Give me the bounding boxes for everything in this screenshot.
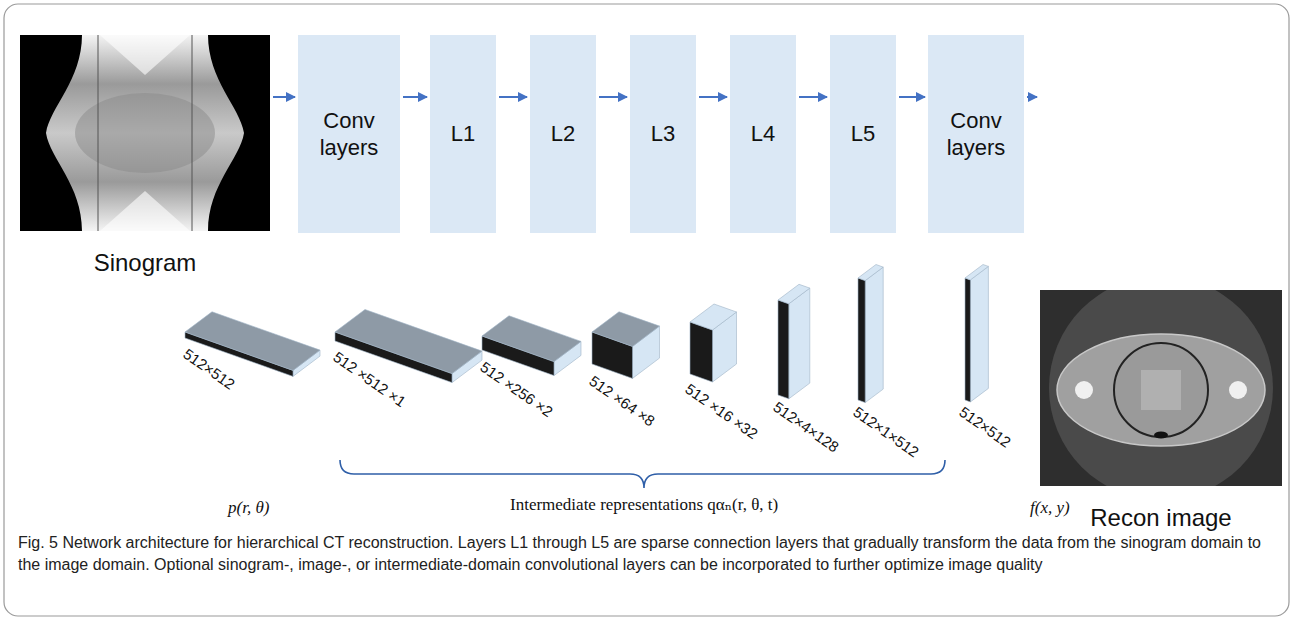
dimension-label: 512 ×256 ×2 bbox=[477, 358, 556, 420]
layer-box: Conv layers bbox=[298, 35, 400, 233]
tensor-face bbox=[778, 284, 810, 304]
layer-label: L1 bbox=[451, 120, 475, 148]
layer-box: L1 bbox=[430, 35, 496, 233]
image-panel: Recon image bbox=[1040, 290, 1282, 545]
flow-arrow bbox=[599, 96, 627, 98]
layer-label: L5 bbox=[851, 120, 875, 148]
tensor-face bbox=[789, 288, 810, 399]
flow-arrow bbox=[799, 96, 827, 98]
image-panel: Sinogram bbox=[20, 35, 270, 290]
layer-label: Conv layers bbox=[928, 107, 1024, 162]
tensor-face bbox=[965, 265, 988, 280]
layer-label: L4 bbox=[751, 120, 775, 148]
math-label: p(r, θ) bbox=[228, 498, 269, 518]
layer-box: L5 bbox=[830, 35, 896, 233]
flow-arrow bbox=[1027, 96, 1037, 98]
dimension-label: 512 ×64 ×8 bbox=[586, 372, 658, 429]
tensor-face bbox=[858, 278, 865, 403]
layer-box: L2 bbox=[530, 35, 596, 233]
flow-arrow bbox=[699, 96, 727, 98]
math-label: Intermediate representations qαₙ(r, θ, t… bbox=[510, 494, 778, 515]
frame-border bbox=[4, 4, 1289, 616]
tensor-face bbox=[690, 322, 713, 382]
layer-label: L3 bbox=[651, 120, 675, 148]
tensor-face bbox=[592, 312, 660, 347]
dimension-label: 512×512 bbox=[180, 345, 238, 393]
flow-arrow bbox=[273, 96, 295, 98]
dimension-label: 512×512 bbox=[956, 403, 1014, 451]
sinogram-picture bbox=[20, 35, 270, 231]
dimension-label: 512×4×128 bbox=[770, 398, 842, 455]
dimension-label: 512 ×16 ×32 bbox=[682, 380, 761, 442]
tensor-face bbox=[858, 265, 883, 281]
figure-caption: Fig. 5 Network architecture for hierarch… bbox=[18, 532, 1273, 575]
layer-box: Conv layers bbox=[928, 35, 1024, 233]
image-label: Sinogram bbox=[20, 249, 270, 277]
brace bbox=[340, 460, 945, 488]
tensor-face bbox=[865, 267, 883, 403]
tensor-face bbox=[778, 300, 789, 399]
dimension-label: 512 ×512 ×1 bbox=[330, 348, 409, 410]
layer-box: L4 bbox=[730, 35, 796, 233]
layer-label: L2 bbox=[551, 120, 575, 148]
layer-label: Conv layers bbox=[298, 107, 400, 162]
tensor-face bbox=[690, 304, 737, 330]
tensor-face bbox=[482, 316, 581, 362]
tensor-face bbox=[970, 266, 988, 402]
flow-arrow bbox=[499, 96, 527, 98]
recon-picture bbox=[1040, 290, 1282, 486]
tensor-shapes bbox=[185, 265, 988, 403]
tensor-face bbox=[965, 278, 970, 402]
math-label: f(x, y) bbox=[1030, 498, 1070, 518]
dimension-label: 512×1×512 bbox=[850, 403, 922, 460]
flow-arrow bbox=[899, 96, 925, 98]
image-label: Recon image bbox=[1040, 504, 1282, 532]
flow-arrow bbox=[403, 96, 427, 98]
layer-box: L3 bbox=[630, 35, 696, 233]
